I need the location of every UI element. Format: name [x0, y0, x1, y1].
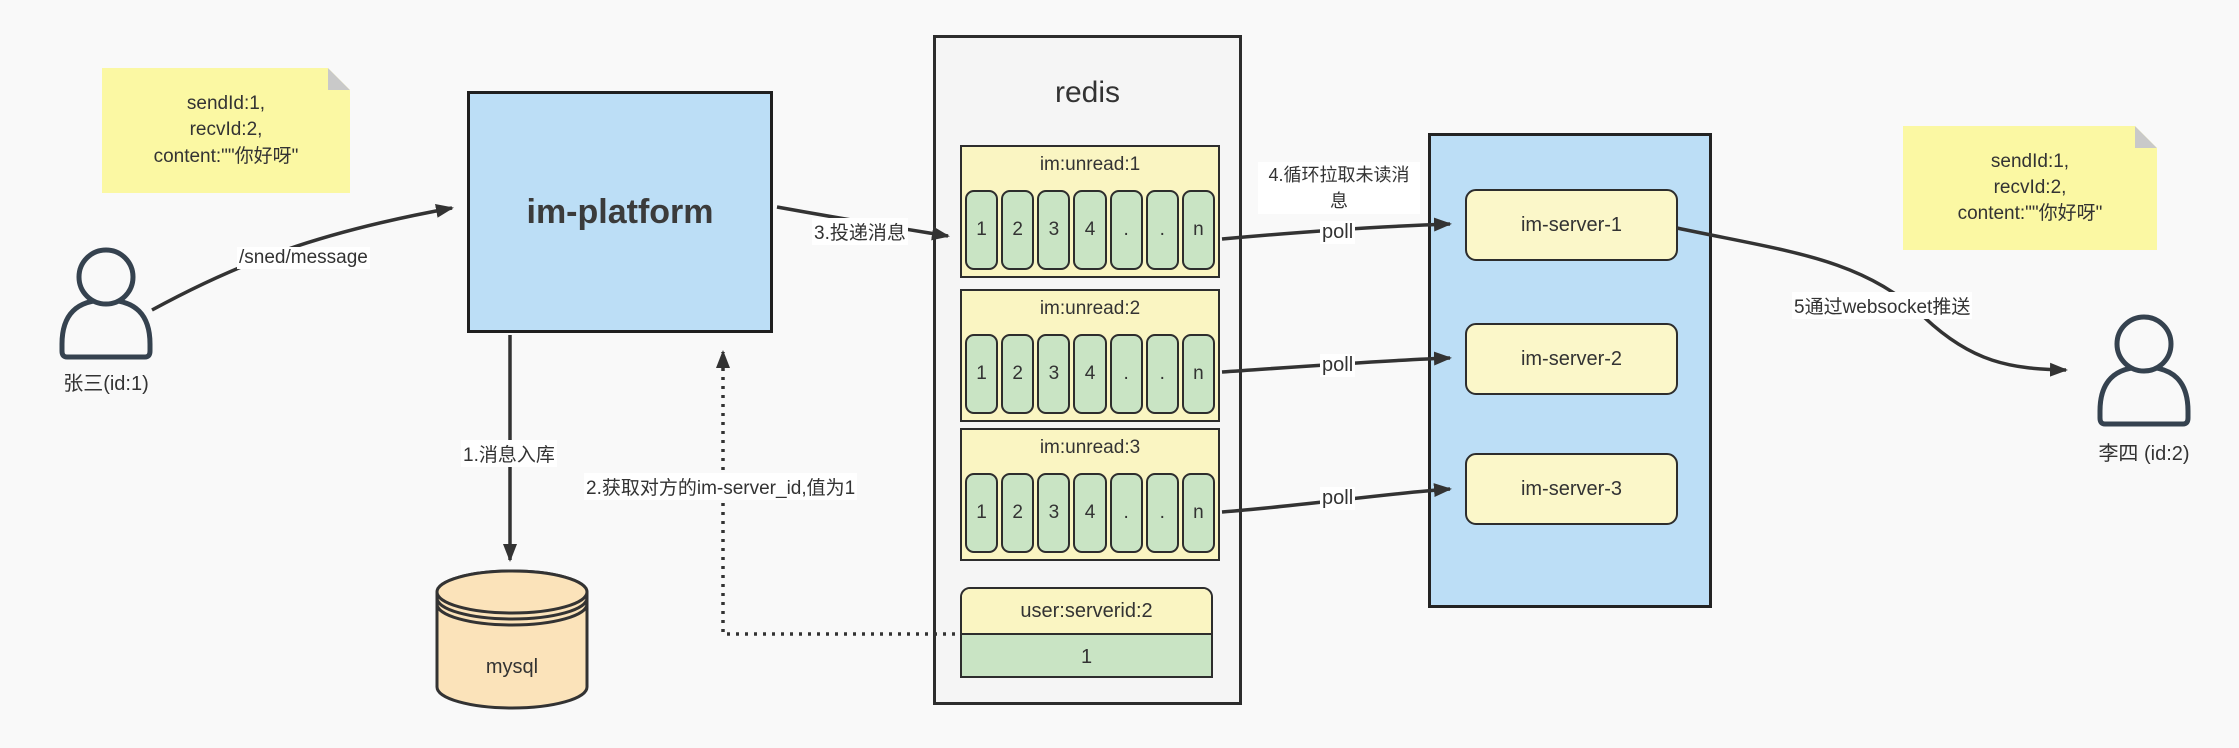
- im-server-2-node[interactable]: im-server-2: [1465, 323, 1678, 395]
- note-fold-icon: [2135, 126, 2157, 148]
- mapping-header: user:serverid:2: [962, 589, 1211, 635]
- note-line: content:""你好呀": [153, 145, 299, 167]
- note-text: sendId:1, recvId:2, content:""你好呀": [154, 91, 299, 170]
- actor-sender-icon[interactable]: [59, 247, 153, 360]
- list-cell[interactable]: 2: [1001, 473, 1035, 553]
- list-cell[interactable]: .: [1109, 473, 1143, 553]
- actor-sender-label: 张三(id:1): [63, 373, 149, 395]
- note-text: sendId:1, recvId:2, content:""你好呀": [1958, 149, 2103, 228]
- poll-label-3: poll: [1320, 487, 1356, 510]
- list-cell[interactable]: .: [1109, 334, 1143, 414]
- note-line: sendId:1,: [186, 93, 266, 115]
- list-cell[interactable]: 4: [1073, 334, 1107, 414]
- note-line: recvId:2,: [189, 119, 263, 141]
- redis-list-header: im:unread:2: [1039, 298, 1141, 319]
- list-cell[interactable]: n: [1181, 190, 1215, 270]
- sticky-note-sender[interactable]: sendId:1, recvId:2, content:""你好呀": [102, 68, 350, 193]
- redis-list-unread-2[interactable]: im:unread:2 1 2 3 4 . . n: [960, 289, 1220, 422]
- step2-label: 2.获取对方的im-server_id,值为1: [584, 473, 858, 500]
- step1-label: 1.消息入库: [461, 440, 557, 467]
- redis-list-unread-3[interactable]: im:unread:3 1 2 3 4 . . n: [960, 428, 1220, 561]
- redis-list-cells: 1 2 3 4 . . n: [965, 190, 1215, 270]
- actor-receiver-label: 李四 (id:2): [2098, 443, 2190, 465]
- list-cell[interactable]: 4: [1073, 473, 1107, 553]
- list-cell[interactable]: 3: [1037, 473, 1071, 553]
- sticky-note-receiver[interactable]: sendId:1, recvId:2, content:""你好呀": [1903, 126, 2157, 250]
- list-cell[interactable]: 3: [1037, 190, 1071, 270]
- list-cell[interactable]: .: [1145, 473, 1179, 553]
- im-platform-label: im-platform: [526, 192, 714, 231]
- mysql-database-icon[interactable]: [435, 569, 589, 710]
- list-cell[interactable]: 2: [1001, 334, 1035, 414]
- poll-label-2: poll: [1320, 354, 1356, 377]
- redis-list-unread-1[interactable]: im:unread:1 1 2 3 4 . . n: [960, 145, 1220, 278]
- list-cell[interactable]: .: [1145, 190, 1179, 270]
- im-server-cluster[interactable]: im-server-1 im-server-2 im-server-3: [1428, 133, 1712, 608]
- list-cell[interactable]: n: [1181, 334, 1215, 414]
- list-cell[interactable]: .: [1145, 334, 1179, 414]
- im-server-1-node[interactable]: im-server-1: [1465, 189, 1678, 261]
- step4-label: 4.循环拉取未读消息: [1258, 162, 1420, 215]
- mapping-value: 1: [962, 635, 1211, 676]
- im-server-3-node[interactable]: im-server-3: [1465, 453, 1678, 525]
- mysql-label: mysql: [485, 656, 539, 678]
- step3-label: 3.投递消息: [812, 218, 908, 245]
- redis-list-header: im:unread:1: [1039, 154, 1141, 175]
- step5-label: 5通过websocket推送: [1792, 292, 1973, 319]
- note-line: recvId:2,: [1993, 176, 2067, 198]
- poll-label-1: poll: [1320, 221, 1356, 244]
- im-server-label: im-server-1: [1520, 213, 1623, 236]
- redis-title: redis: [1054, 76, 1121, 109]
- im-server-label: im-server-3: [1520, 477, 1623, 500]
- note-line: sendId:1,: [1990, 150, 2070, 172]
- redis-list-header: im:unread:3: [1039, 437, 1141, 458]
- redis-list-cells: 1 2 3 4 . . n: [965, 334, 1215, 414]
- list-cell[interactable]: n: [1181, 473, 1215, 553]
- list-cell[interactable]: 3: [1037, 334, 1071, 414]
- note-fold-icon: [328, 68, 350, 90]
- send-api-label: /sned/message: [237, 247, 370, 269]
- im-server-label: im-server-2: [1520, 347, 1623, 370]
- actor-receiver-icon[interactable]: [2097, 314, 2191, 427]
- list-cell[interactable]: .: [1109, 190, 1143, 270]
- redis-container[interactable]: redis im:unread:1 1 2 3 4 . . n im:unrea…: [933, 35, 1242, 705]
- redis-user-serverid-mapping[interactable]: user:serverid:2 1: [960, 587, 1213, 678]
- im-platform-node[interactable]: im-platform: [467, 91, 773, 333]
- redis-list-cells: 1 2 3 4 . . n: [965, 473, 1215, 553]
- list-cell[interactable]: 1: [965, 334, 999, 414]
- list-cell[interactable]: 1: [965, 190, 999, 270]
- note-line: content:""你好呀": [1957, 203, 2103, 225]
- list-cell[interactable]: 1: [965, 473, 999, 553]
- list-cell[interactable]: 2: [1001, 190, 1035, 270]
- list-cell[interactable]: 4: [1073, 190, 1107, 270]
